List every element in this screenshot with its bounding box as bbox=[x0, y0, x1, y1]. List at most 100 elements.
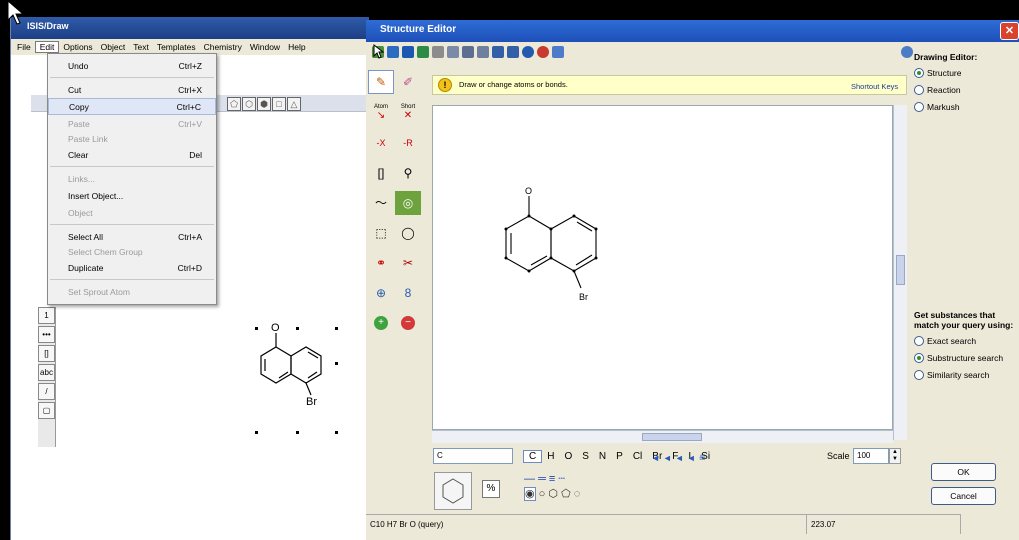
element-h[interactable]: H bbox=[547, 451, 555, 462]
document-icon[interactable] bbox=[552, 46, 564, 58]
menu-window[interactable]: Window bbox=[249, 42, 281, 52]
undo-icon[interactable] bbox=[492, 46, 504, 58]
lasso-icon[interactable]: ◯ bbox=[401, 226, 415, 240]
pentagon-ring-tool[interactable]: ⬠ bbox=[227, 97, 241, 111]
element-c[interactable]: C bbox=[523, 450, 543, 463]
menu-item-links[interactable]: Links... bbox=[68, 173, 95, 184]
tool-dots[interactable]: ••• bbox=[38, 326, 55, 343]
stereo-icon[interactable]: ⊕ bbox=[375, 286, 387, 300]
menu-item-paste-link[interactable]: Paste Link bbox=[68, 134, 108, 144]
menu-options[interactable]: Options bbox=[63, 42, 93, 52]
refresh-icon[interactable] bbox=[522, 46, 534, 58]
short-tool[interactable]: Short✕ bbox=[400, 104, 416, 121]
scale-input[interactable]: 100 bbox=[853, 448, 889, 464]
pencil-draw-icon[interactable]: ✎ bbox=[368, 70, 394, 94]
tool-bracket[interactable]: [] bbox=[38, 345, 55, 362]
radio-substructure-search[interactable]: Substructure search bbox=[914, 353, 1019, 363]
redo-icon[interactable] bbox=[507, 46, 519, 58]
cycloheptane-icon[interactable]: ⬠ bbox=[561, 488, 571, 500]
scissors-icon[interactable]: ✂ bbox=[402, 256, 414, 270]
bracket-icon[interactable]: [] bbox=[377, 165, 385, 180]
zoom-icon[interactable]: ⚲ bbox=[403, 165, 413, 180]
tool-box[interactable]: ▢ bbox=[38, 402, 55, 419]
text-icon[interactable] bbox=[387, 46, 399, 58]
rect-select-icon[interactable]: ⬚ bbox=[375, 226, 387, 240]
hexagon-ring-tool[interactable]: ⬡ bbox=[242, 97, 256, 111]
tool-text[interactable]: abc bbox=[38, 364, 55, 381]
vertical-scrollbar[interactable] bbox=[893, 105, 907, 440]
menu-file[interactable]: File bbox=[17, 42, 31, 52]
element-br[interactable]: Br bbox=[652, 451, 663, 462]
radio-reaction[interactable]: Reaction bbox=[914, 85, 1019, 95]
square-ring-tool[interactable]: □ bbox=[272, 97, 286, 111]
element-o[interactable]: O bbox=[564, 451, 573, 462]
hexagon-template-button[interactable] bbox=[434, 472, 472, 510]
remove-charge-icon[interactable]: − bbox=[395, 311, 421, 335]
menu-text[interactable]: Text bbox=[133, 42, 149, 52]
benzene-icon[interactable]: ◉ bbox=[524, 487, 536, 501]
heptagon-ring-tool[interactable]: ⬢ bbox=[257, 97, 271, 111]
radio-similarity-search[interactable]: Similarity search bbox=[914, 370, 1019, 380]
cyclohexane-icon[interactable]: ⬡ bbox=[548, 488, 558, 500]
triple-bond-icon[interactable]: ≡ bbox=[548, 473, 556, 485]
close-button[interactable]: ✕ bbox=[1000, 22, 1019, 40]
template-icon[interactable] bbox=[417, 46, 429, 58]
menu-help[interactable]: Help bbox=[288, 42, 306, 52]
double-bond-icon[interactable]: ═ bbox=[538, 473, 546, 485]
horizontal-scrollbar[interactable] bbox=[432, 430, 893, 443]
element-p[interactable]: P bbox=[616, 451, 623, 462]
cut-icon[interactable] bbox=[447, 46, 459, 58]
save-icon[interactable] bbox=[402, 46, 414, 58]
menu-item-select-chem-group[interactable]: Select Chem Group bbox=[68, 247, 143, 257]
atom-map-icon[interactable]: ⚭ bbox=[375, 256, 387, 270]
cancel-button[interactable]: Cancel bbox=[931, 487, 996, 505]
copy-icon[interactable] bbox=[462, 46, 474, 58]
r-tool[interactable]: -R bbox=[403, 137, 413, 148]
dashed-bond-icon[interactable]: ┄ bbox=[558, 473, 566, 485]
element-si[interactable]: Si bbox=[701, 451, 711, 462]
arrow-tools[interactable]: ◄◄◄◄≝ bbox=[651, 453, 710, 463]
ring-template-icon[interactable]: ◎ bbox=[395, 191, 421, 215]
scale-stepper[interactable]: ▲▼ bbox=[889, 448, 901, 464]
single-bond-icon[interactable]: — bbox=[524, 473, 535, 485]
chain-icon[interactable]: 〜 bbox=[374, 196, 387, 210]
ok-button[interactable]: OK bbox=[931, 463, 996, 481]
element-cl[interactable]: Cl bbox=[632, 451, 643, 462]
menu-chemistry[interactable]: Chemistry bbox=[203, 42, 242, 52]
paste-icon[interactable] bbox=[477, 46, 489, 58]
clear-icon[interactable] bbox=[537, 46, 549, 58]
x-tool[interactable]: -X bbox=[376, 137, 386, 148]
percent-icon[interactable]: % bbox=[482, 480, 500, 498]
bromine-atom-label[interactable]: Br bbox=[579, 292, 588, 302]
radio-markush[interactable]: Markush bbox=[914, 102, 1019, 112]
atom-input-field[interactable]: C bbox=[433, 448, 513, 464]
eraser-icon[interactable]: ✐ bbox=[402, 75, 414, 89]
menu-edit[interactable]: Edit bbox=[34, 41, 60, 53]
shortcut-keys-link[interactable]: Shortout Keys bbox=[851, 82, 899, 91]
menu-templates[interactable]: Templates bbox=[156, 42, 196, 52]
cyclooctane-icon[interactable]: ◌ bbox=[573, 488, 581, 500]
menu-object[interactable]: Object bbox=[100, 42, 126, 52]
print-icon[interactable] bbox=[432, 46, 444, 58]
menu-item-insert-object[interactable]: Insert Object... bbox=[68, 190, 124, 201]
cyclopentane-icon[interactable]: ○ bbox=[538, 488, 546, 500]
rgroup-icon[interactable]: 8 bbox=[404, 286, 412, 300]
radio-exact-search[interactable]: Exact search bbox=[914, 336, 1019, 346]
triangle-ring-tool[interactable]: △ bbox=[287, 97, 301, 111]
menu-item-object[interactable]: Object bbox=[68, 207, 93, 218]
menu-item-set-sprout-atom[interactable]: Set Sprout Atom bbox=[68, 286, 130, 297]
element-i[interactable]: I bbox=[688, 451, 692, 462]
tool-charge[interactable]: 1 bbox=[38, 307, 55, 324]
radio-structure[interactable]: Structure bbox=[914, 68, 1019, 78]
element-n[interactable]: N bbox=[598, 451, 607, 462]
add-charge-icon[interactable]: + bbox=[368, 311, 394, 335]
help-icon[interactable] bbox=[901, 46, 913, 58]
element-f[interactable]: F bbox=[672, 451, 679, 462]
